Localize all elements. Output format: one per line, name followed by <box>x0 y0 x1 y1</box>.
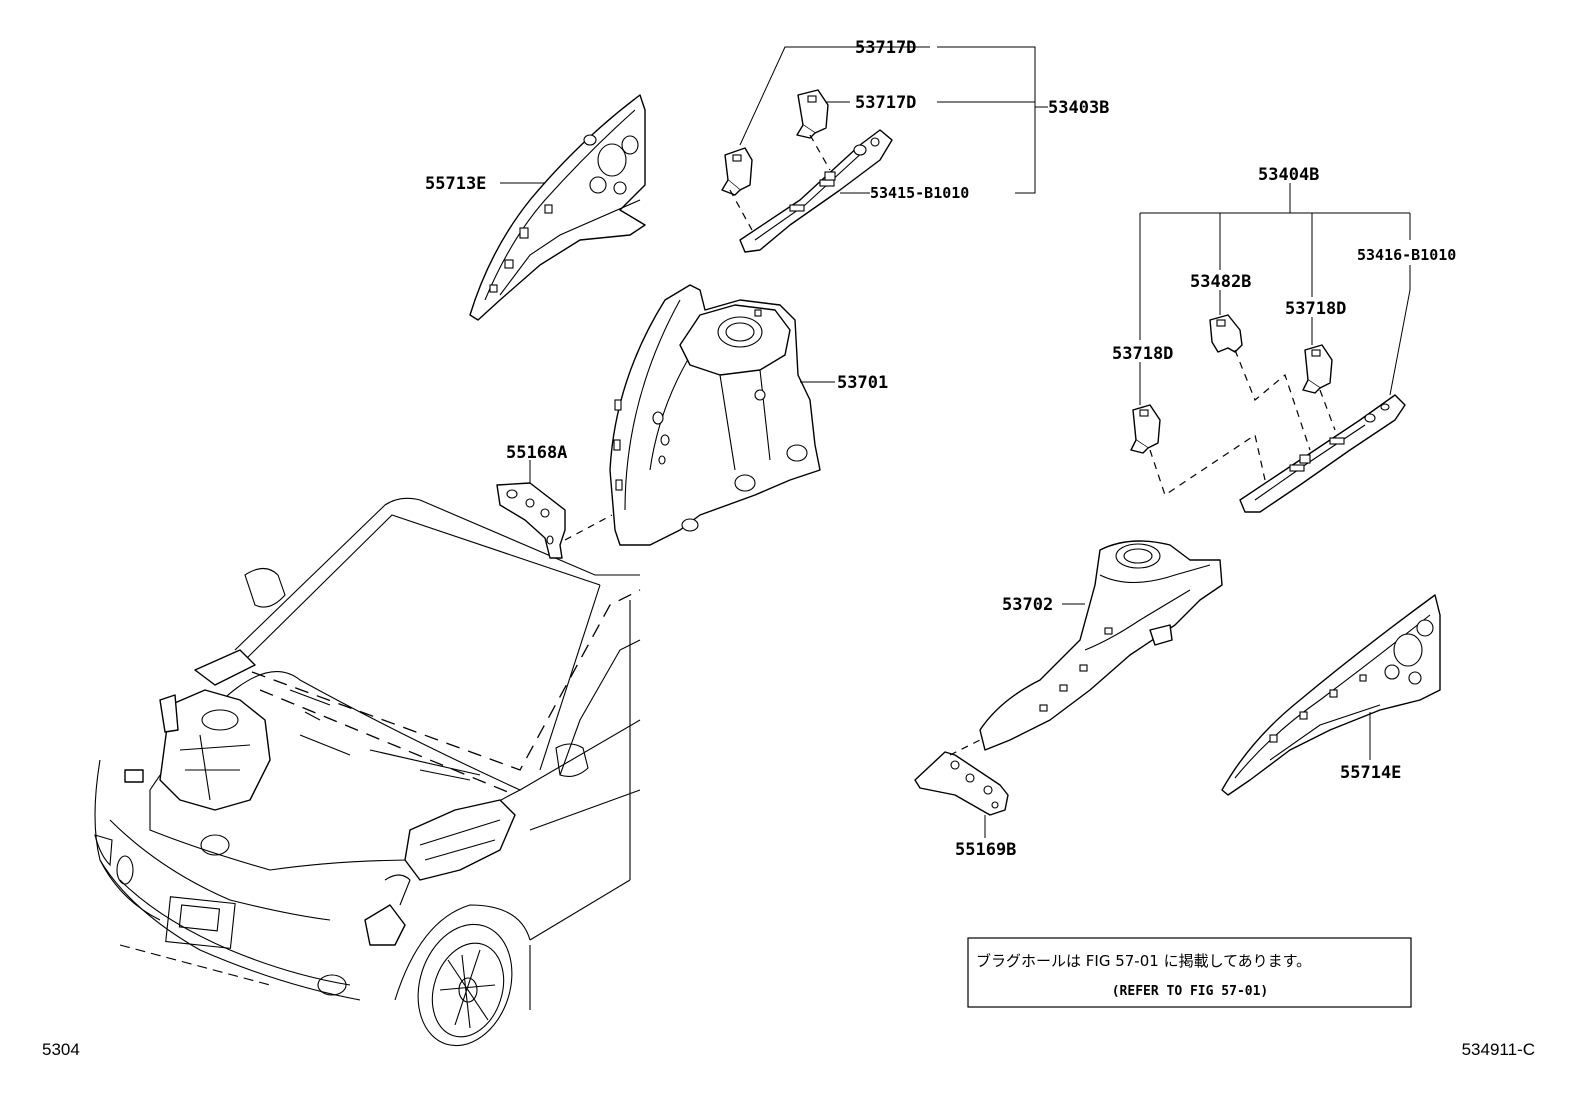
part-53702 <box>979 540 1223 751</box>
part-55168a <box>496 482 566 559</box>
dash-55169b <box>949 739 981 756</box>
note-line-english: (REFER TO FIG 57-01) <box>1112 984 1269 999</box>
part-53717d-bracket-right <box>796 89 829 139</box>
label-55169b: 55169B <box>955 840 1016 860</box>
dash-53404b <box>1149 349 1336 496</box>
footer-illustration-id: 534911-C <box>1462 1040 1535 1059</box>
dash-53717d-right <box>809 134 831 171</box>
label-53718d-left: 53718D <box>1112 344 1173 364</box>
dash-55168a <box>564 514 613 541</box>
part-55713e <box>469 94 646 321</box>
dash-53717d-left <box>729 189 753 231</box>
label-53717d-top: 53717D <box>855 38 916 58</box>
leaders-53403b <box>739 46 1048 194</box>
vehicle-outline <box>94 497 641 1047</box>
label-53403b: 53403B <box>1048 98 1109 118</box>
label-53718d-right: 53718D <box>1285 299 1346 319</box>
label-55714e: 55714E <box>1340 763 1401 783</box>
label-53482b: 53482B <box>1190 272 1251 292</box>
leaders-53404b <box>1139 183 1411 405</box>
part-55169b <box>914 751 1009 816</box>
part-53718d-left <box>1130 404 1161 454</box>
part-53415-b1010 <box>739 129 893 253</box>
part-53718d-right <box>1302 344 1333 394</box>
label-53404b: 53404B <box>1258 165 1319 185</box>
label-53702: 53702 <box>1002 595 1053 615</box>
note-line-japanese: ブラグホールは FIG 57-01 に掲載してあります。 <box>976 952 1311 970</box>
part-53482b <box>1209 314 1243 353</box>
footer-figure-number: 5304 <box>42 1040 80 1059</box>
label-55168a: 55168A <box>506 443 567 463</box>
label-55713e: 55713E <box>425 174 486 194</box>
part-53717d-bracket-left <box>721 147 753 196</box>
label-53415-b1010: 53415-B1010 <box>870 184 969 202</box>
part-53701 <box>609 284 821 546</box>
label-53701: 53701 <box>837 373 888 393</box>
label-53416-b1010: 53416-B1010 <box>1357 246 1456 264</box>
note-box: ブラグホールは FIG 57-01 に掲載してあります。 (REFER TO F… <box>967 937 1412 1008</box>
label-53717d-mid: 53717D <box>855 93 916 113</box>
part-55714e <box>1221 594 1441 796</box>
part-53416-b1010 <box>1239 394 1406 513</box>
